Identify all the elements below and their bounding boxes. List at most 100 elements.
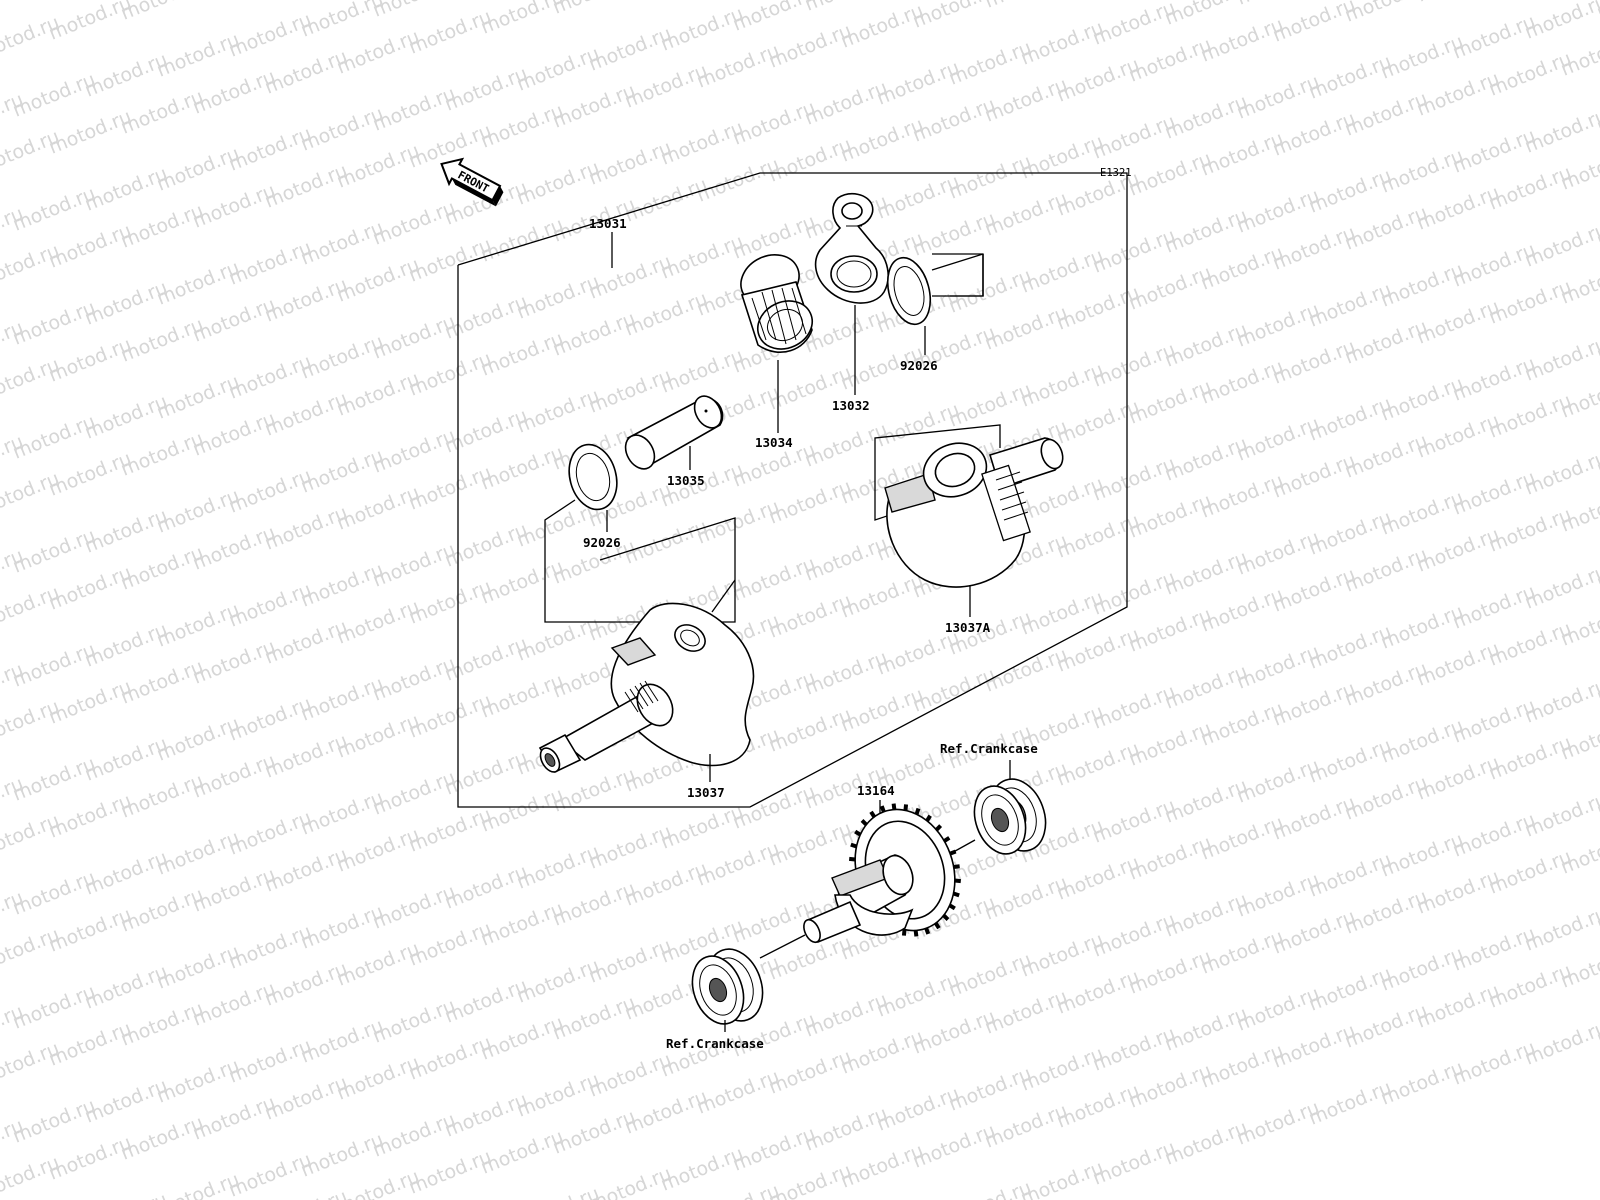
gear-tooth [952,891,960,898]
watermark-text: motod.ru [118,0,207,25]
watermark-text: motod.ru [1234,0,1323,10]
watermark-text: motod.ru [766,20,855,73]
watermark-text: motod.ru [1342,316,1431,369]
gear-tooth [903,804,909,811]
watermark-text: motod.ru [586,1049,675,1102]
watermark-text: motod.ru [1090,567,1179,620]
watermark-text: motod.ru [82,505,171,558]
watermark-text: motod.ru [1126,148,1215,201]
watermark-text: motod.ru [406,6,495,59]
watermark-text: motod.ru [442,633,531,686]
watermark-text: motod.ru [406,576,495,629]
watermark-text: motod.ru [1234,641,1323,694]
watermark-text: motod.ru [1090,339,1179,392]
watermark-text: motod.ru [514,43,603,96]
watermark-text: motod.ru [622,858,711,911]
watermark-text: motod.ru [982,74,1071,127]
watermark-text: motod.ru [514,613,603,666]
watermark-text: motod.ru [226,1035,315,1088]
watermark-text: motod.ru [514,157,603,210]
watermark-text: motod.ru [442,291,531,344]
watermark-text: motod.ru [406,690,495,743]
watermark-text: motod.ru [586,365,675,418]
watermark-text: motod.ru [1414,182,1503,235]
watermark-text: motod.ru [1522,903,1600,956]
watermark-text: motod.ru [1162,433,1251,486]
gear-tooth [935,824,943,832]
watermark-text: motod.ru [586,137,675,190]
watermark-text: motod.ru [298,217,387,270]
watermark-text: motod.ru [838,1026,927,1079]
watermark-text: motod.ru [1162,889,1251,942]
watermark-text: motod.ru [1306,621,1395,674]
watermark-text: motod.ru [1198,470,1287,523]
watermark-text: motod.ru [1450,125,1539,178]
watermark-text: motod.ru [1198,1040,1287,1093]
watermark-text: motod.ru [1486,162,1575,215]
watermark-text: motod.ru [766,1046,855,1099]
watermark-text: motod.ru [1522,0,1600,44]
gear-tooth [948,903,956,911]
watermark-text: motod.ru [622,60,711,113]
part-label-92026-left: 92026 [583,535,621,550]
watermark-text: motod.ru [1126,376,1215,429]
watermark-text: motod.ru [1342,430,1431,483]
watermark-text: motod.ru [370,767,459,820]
watermark-text: motod.ru [1018,131,1107,184]
watermark-text: motod.ru [1450,353,1539,406]
watermark-text: motod.ru [1090,795,1179,848]
watermark-text: motod.ru [1342,658,1431,711]
watermark-text: motod.ru [1306,849,1395,902]
watermark-text: motod.ru [1162,319,1251,372]
watermark-text: motod.ru [1270,678,1359,731]
watermark-text: motod.ru [82,1189,171,1200]
watermark-text: motod.ru [1378,259,1467,312]
watermark-text: motod.ru [1054,738,1143,791]
watermark-text: motod.ru [1450,239,1539,292]
watermark-text: motod.ru [1090,1023,1179,1076]
watermark-text: motod.ru [1126,946,1215,999]
watermark-text: motod.ru [1162,1003,1251,1056]
watermark-text: motod.ru [334,482,423,535]
watermark-text: motod.ru [622,288,711,341]
watermark-text: motod.ru [1378,31,1467,84]
watermark-text: motod.ru [658,1143,747,1196]
part-label-13031: 13031 [589,216,627,231]
watermark-text: motod.ru [1162,1117,1251,1170]
watermark-text: motod.ru [1450,11,1539,64]
watermark-text: motod.ru [1054,624,1143,677]
watermark-text: motod.ru [478,1126,567,1179]
watermark-text: motod.ru [298,901,387,954]
watermark-text: motod.ru [838,114,927,167]
watermark-text: motod.ru [190,636,279,689]
watermark-text: motod.ru [10,981,99,1034]
watermark-text: motod.ru [46,334,135,387]
watermark-text: motod.ru [910,664,999,717]
watermark-text: motod.ru [1162,547,1251,600]
watermark-text: motod.ru [370,881,459,934]
watermark-text: motod.ru [406,804,495,857]
washer-right [886,256,932,326]
watermark-text: motod.ru [82,619,171,672]
watermark-text: motod.ru [1126,832,1215,885]
gear-tooth [949,849,957,856]
gear-tooth [953,864,960,869]
watermark-text: motod.ru [190,864,279,917]
watermark-text: motod.ru [1018,587,1107,640]
watermark-text: motod.ru [46,1018,135,1071]
watermark-text: motod.ru [82,391,171,444]
watermark-text: motod.ru [1018,17,1107,70]
watermark-text: motod.ru [10,411,99,464]
watermark-text: motod.ru [1162,205,1251,258]
watermark-text: motod.ru [1342,772,1431,825]
watermark-text: motod.ru [1054,1080,1143,1133]
watermark-text: motod.ru [730,1123,819,1176]
watermark-text: motod.ru [1270,564,1359,617]
watermark-text: motod.ru [190,522,279,575]
watermark-text: motod.ru [1018,929,1107,982]
watermark-text: motod.ru [118,200,207,253]
watermark-text: motod.ru [910,1006,999,1059]
watermark-text: motod.ru [1522,1017,1600,1070]
watermark-text: motod.ru [82,1075,171,1128]
